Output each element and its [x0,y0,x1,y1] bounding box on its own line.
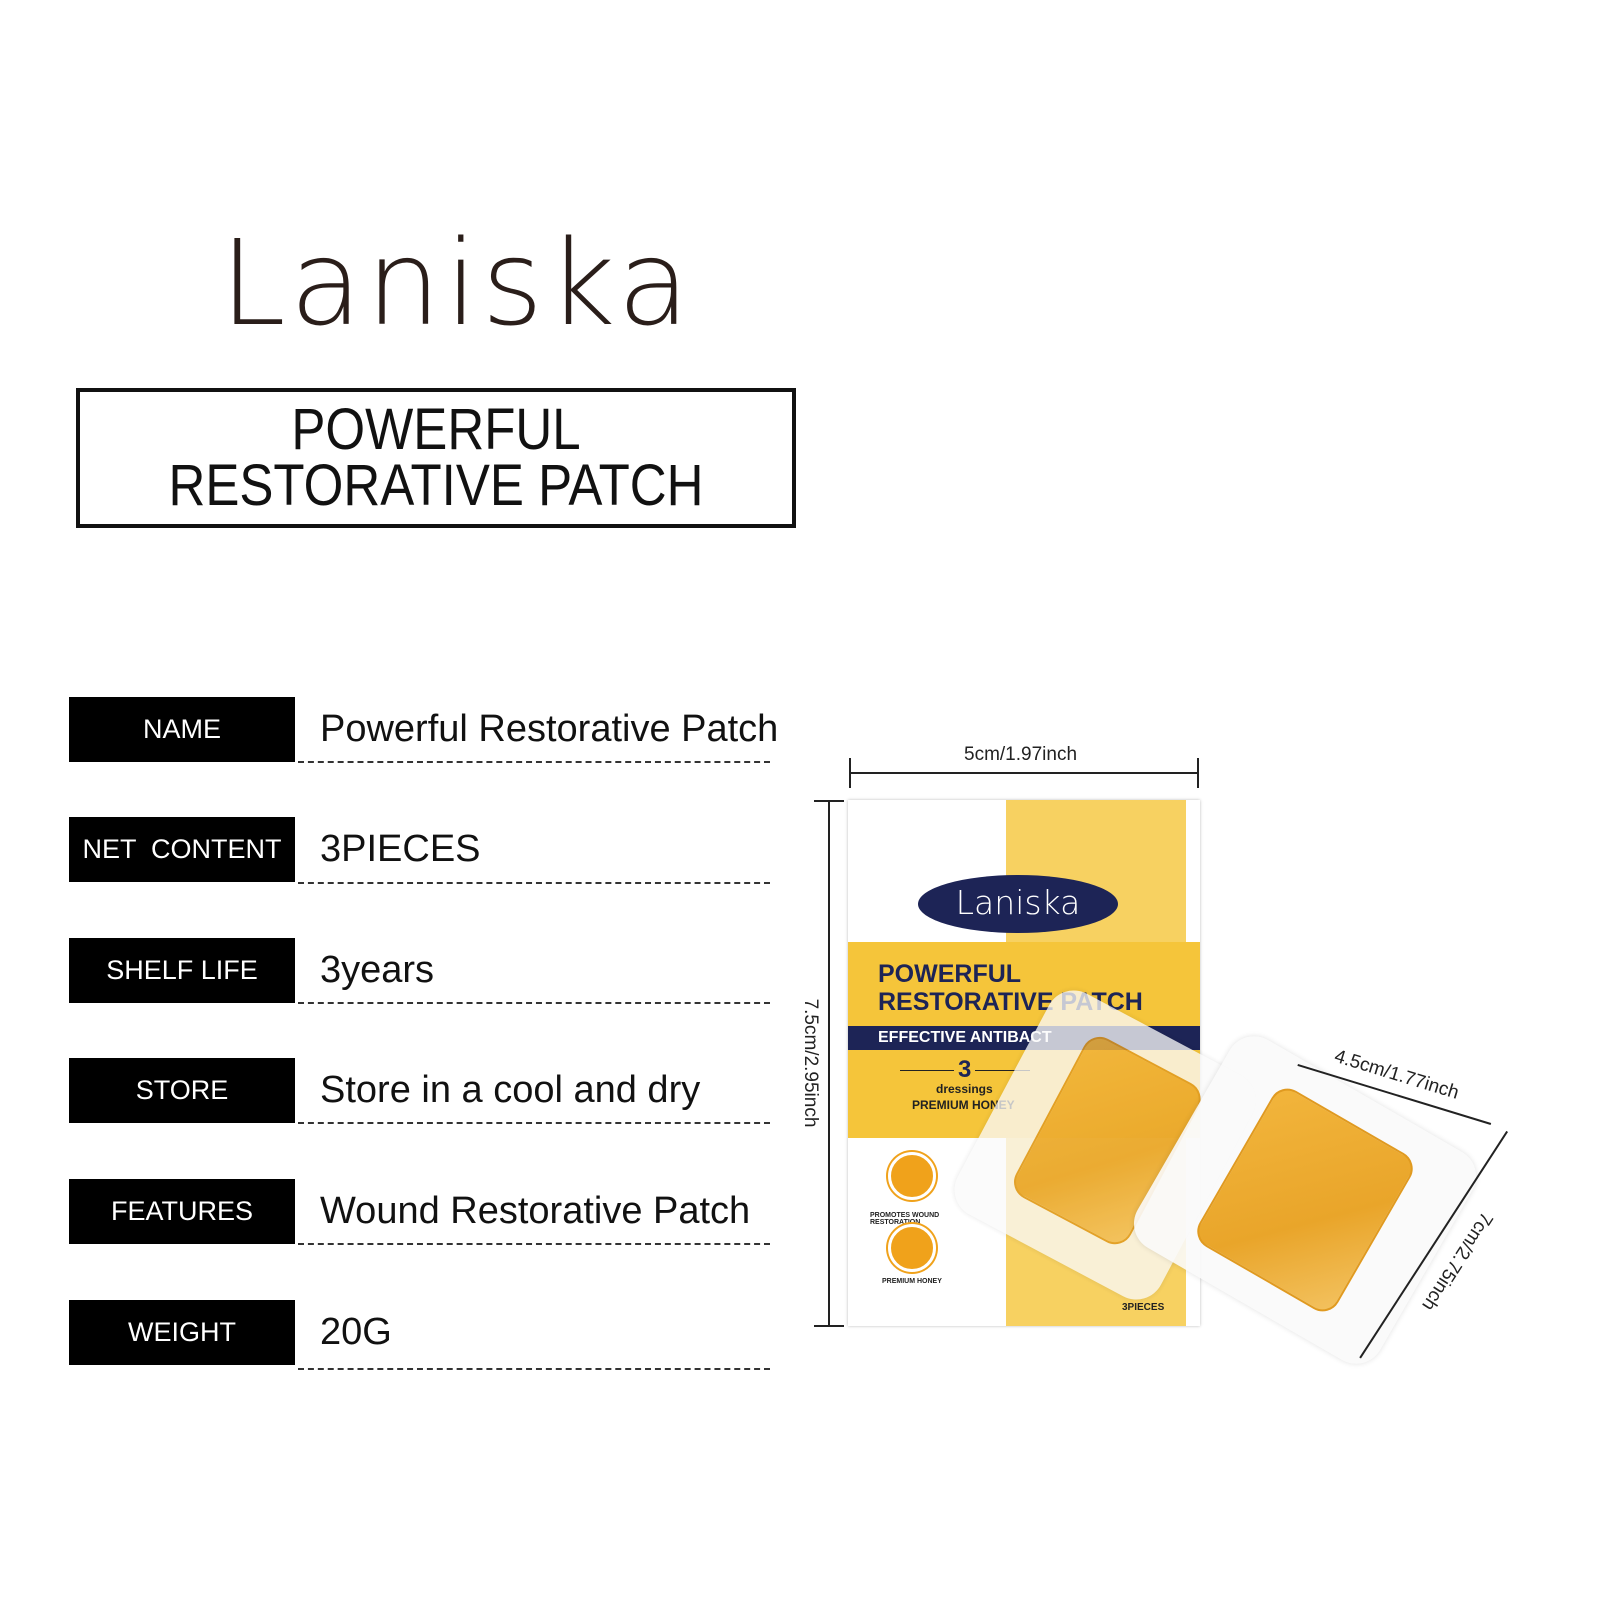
spec-label-features: FEATURES [69,1179,295,1244]
spec-value-net-content: 3PIECES [320,828,481,870]
brand-logo: Laniska [220,214,694,352]
divider [298,1368,770,1370]
product-title-box: POWERFUL RESTORATIVE PATCH [76,388,796,528]
dimension-tick [814,1325,844,1327]
title-line-2: RESTORATIVE PATCH [168,453,704,518]
dimension-tick [814,800,844,802]
divider [298,1243,770,1245]
spec-value-features: Wound Restorative Patch [320,1190,751,1232]
width-dimension-line [850,772,1198,774]
dimension-tick [1197,758,1199,788]
spec-label-store: STORE [69,1058,295,1123]
dimension-tick [849,758,851,788]
package-logo: Laniska [918,875,1118,933]
spec-value-store: Store in a cool and dry [320,1069,701,1111]
dressing-count: 3 [954,1056,976,1084]
badge-2-text: PREMIUM HONEY [882,1278,942,1285]
honey-gel [1190,1082,1420,1318]
pieces-label: 3PIECES [1122,1302,1165,1313]
package-title-1: POWERFUL [878,960,1022,988]
spec-value-shelf-life: 3years [320,949,435,991]
box-width-label: 5cm/1.97inch [964,744,1078,765]
spec-label-weight: WEIGHT [69,1300,295,1365]
box-height-label: 7.5cm/2.95inch [800,998,821,1128]
spec-label-shelf-life: SHELF LIFE [69,938,295,1003]
divider [298,882,770,884]
spec-label-net-content: NET CONTENT [69,817,295,882]
spec-value-name: Powerful Restorative Patch [320,708,779,750]
divider [298,1122,770,1124]
spec-value-weight: 20G [320,1311,392,1353]
badge-1-text: PROMOTES WOUND RESTORATION [870,1212,940,1226]
height-dimension-line [828,800,830,1326]
spec-label-name: NAME [69,697,295,762]
clock-badge-icon [888,1152,936,1200]
title-line-1: POWERFUL [291,397,581,462]
divider [298,1002,770,1004]
dressing-unit: dressings [936,1082,993,1096]
honey-label: PREMIUM HONEY [912,1098,1015,1112]
bee-badge-icon [888,1224,936,1272]
divider [298,761,770,763]
